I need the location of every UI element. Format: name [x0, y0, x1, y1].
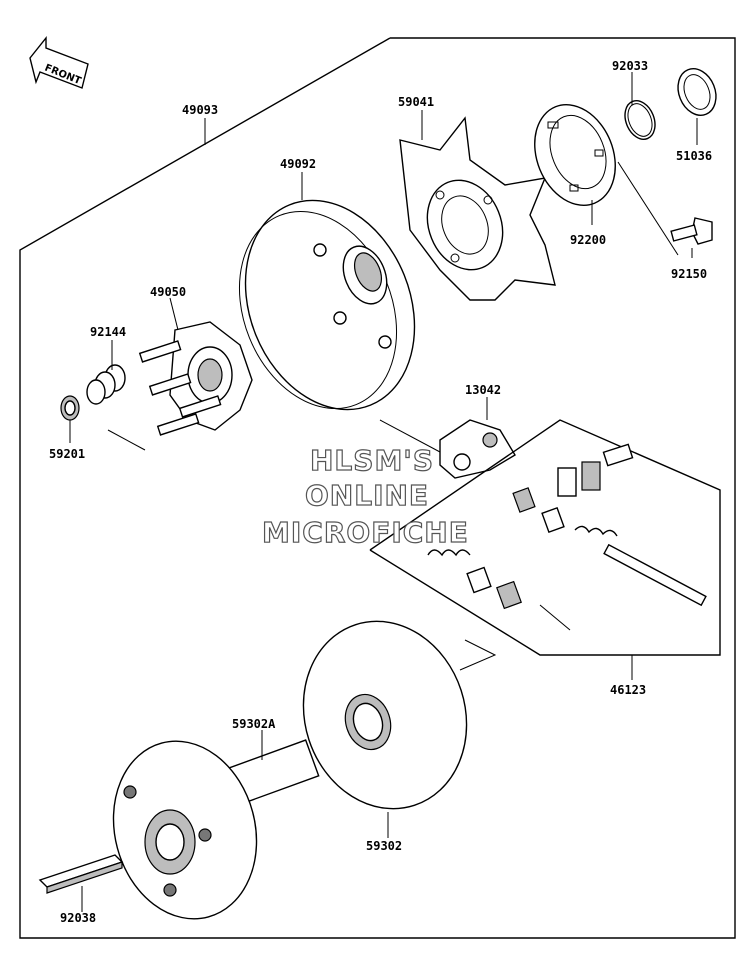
label-92150: 92150: [671, 267, 707, 281]
label-59302A: 59302A: [232, 717, 276, 731]
spider-plate-59041: [399, 116, 556, 301]
label-13042: 13042: [465, 383, 501, 397]
sheave-59302: [302, 620, 468, 810]
snap-ring-92033: [624, 100, 656, 140]
washer-92200: [534, 104, 616, 206]
boot-92144: [86, 364, 126, 405]
sheave-49092: [238, 199, 416, 411]
label-49050: 49050: [150, 285, 186, 299]
hub-49050: [138, 321, 253, 436]
bolt-92150: [670, 217, 713, 245]
watermark-line1: HLSM'S: [310, 444, 434, 477]
label-51036: 51036: [676, 149, 712, 163]
watermark: HLSM'S ONLINE MICROFICHE: [261, 443, 469, 549]
leader-lines: [69, 72, 698, 912]
label-92033: 92033: [612, 59, 648, 73]
label-92038: 92038: [60, 911, 96, 925]
bushing-51036: [677, 68, 717, 116]
roller-kit-46123: [427, 443, 707, 610]
label-59201: 59201: [49, 447, 85, 461]
watermark-line2: ONLINE: [305, 479, 429, 512]
label-59302: 59302: [366, 839, 402, 853]
assembly-frame-49093: [19, 37, 736, 939]
weight-arm-13042: [439, 419, 516, 479]
label-46123: 46123: [610, 683, 646, 697]
label-92200: 92200: [570, 233, 606, 247]
watermark-line3: MICROFICHE: [262, 516, 469, 549]
label-59041: 59041: [398, 95, 434, 109]
kit-frame-46123: [369, 419, 721, 656]
key-92038: [38, 854, 124, 894]
label-49093: 49093: [182, 103, 218, 117]
label-92144: 92144: [90, 325, 126, 339]
fixed-sheave-59302A: [112, 739, 320, 920]
seal-59201: [60, 395, 80, 421]
front-arrow-icon: FRONT: [29, 36, 89, 89]
label-49092: 49092: [280, 157, 316, 171]
